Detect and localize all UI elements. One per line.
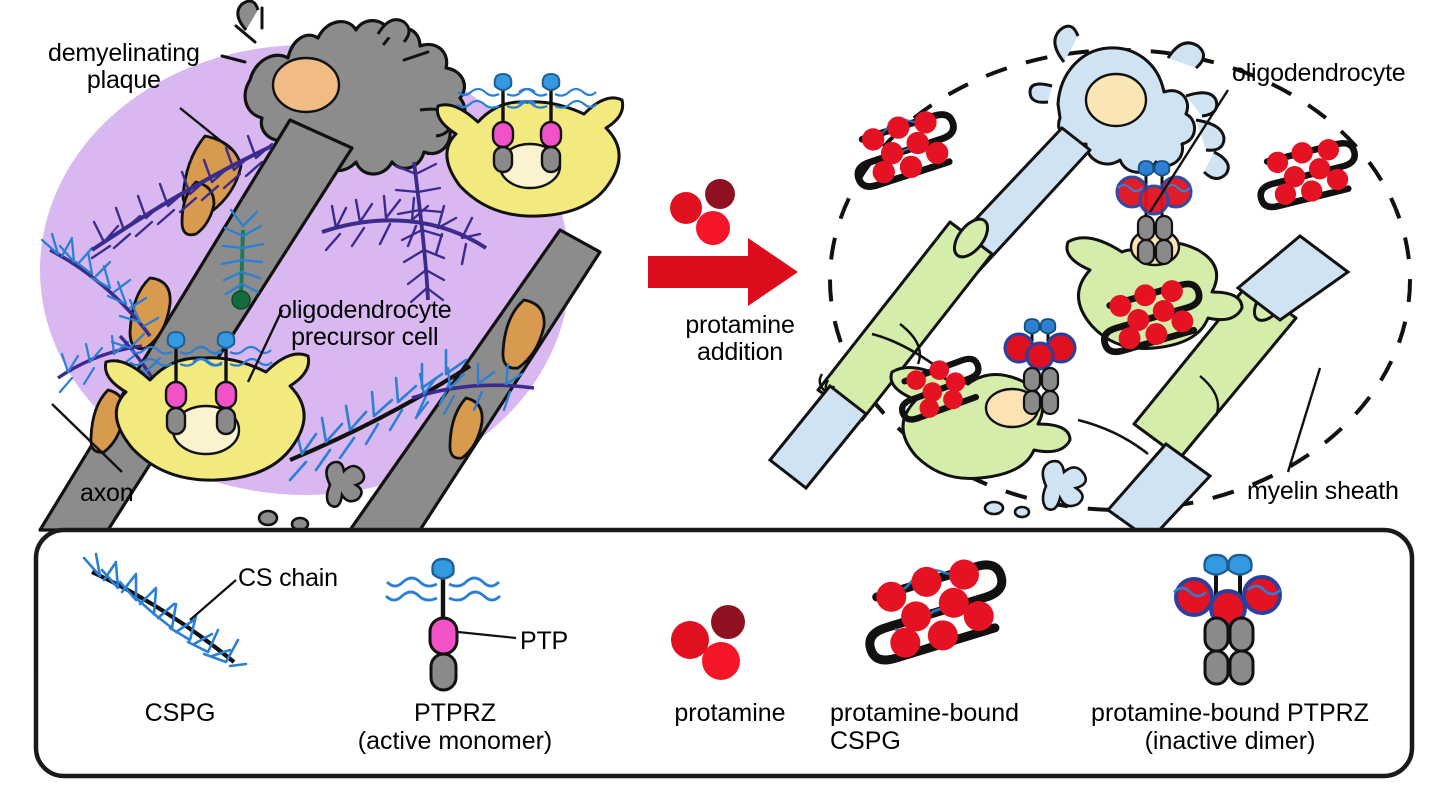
cspg-chain: [40, 232, 160, 338]
transition-group: [648, 179, 798, 306]
legend-ptp-domain: [428, 616, 459, 656]
neuron-soma: [220, 0, 467, 176]
protamine-bound-cspg: [898, 355, 982, 423]
axon-segment: [1235, 234, 1351, 322]
leader-line-ptp: [457, 630, 517, 640]
legend-icon-protamine-bound-ptprz-dimer: [1173, 553, 1282, 686]
neuron-nucleus: [1084, 72, 1148, 128]
leader-line-plaque: [179, 107, 233, 151]
leader-line-axon: [51, 403, 123, 473]
ptprz-monomer: [517, 72, 598, 174]
soma-nucleus: [271, 56, 341, 114]
legend-icon-cspg: [82, 552, 248, 668]
cspg-core-knob: [231, 290, 251, 310]
protamine-dot: [696, 211, 730, 245]
protamine-bound-cspg: [1100, 280, 1203, 356]
ptp-domain: [491, 120, 515, 149]
label-oligodendrocyte: oligodendrocyte: [1232, 59, 1406, 87]
demyelination-patch: [448, 396, 484, 460]
opc-cell: [103, 330, 311, 482]
label-axon: axon: [80, 479, 134, 507]
legend-caption-protamine: protamine: [674, 699, 786, 727]
legend-caption-cspg: CSPG: [144, 699, 216, 727]
cspg-chain: [411, 362, 535, 420]
right-panel-group: [767, 24, 1412, 542]
ptprz-monomer: [456, 72, 537, 174]
ptp-domain: [539, 120, 563, 149]
cspg-chain-teal: [220, 208, 265, 310]
legend-icon-ptprz-monomer: [385, 557, 501, 692]
cspg-chain: [394, 161, 446, 304]
left-panel-group: [38, 0, 625, 532]
leader-line-oligodendrocyte: [1148, 89, 1230, 213]
protamine-dot: [670, 192, 702, 224]
neuron-process-small: [983, 459, 1088, 519]
stalk-domain: [215, 406, 237, 436]
legend-box: [33, 527, 1415, 779]
ptp-domain: [164, 380, 188, 410]
ptp-domain: [214, 380, 238, 410]
opc-cell: [435, 72, 625, 218]
axon-segment: [767, 383, 869, 491]
demyelination-patch: [501, 298, 546, 370]
cspg-chain: [321, 194, 488, 266]
legend-icon-protamine: [671, 605, 745, 680]
ptprz-monomer: [192, 330, 273, 436]
stalk-domain: [165, 406, 187, 436]
label-cs-chain: CS chain: [238, 564, 338, 592]
leader-line-myelin-sheath: [1286, 367, 1322, 473]
axon-debris: [257, 460, 366, 532]
label-ptp: PTP: [520, 627, 569, 655]
legend-caption-protamine-bound-ptprz: protamine-bound PTPRZ(inactive dimer): [1091, 699, 1369, 755]
leader-line-cs-chain: [189, 579, 237, 621]
legend-caption-ptprz: PTPRZ(active monomer): [357, 699, 553, 755]
protamine-bound-cspg: [1257, 138, 1358, 211]
stalk-domain: [540, 145, 562, 174]
axon-segment: [1105, 441, 1213, 542]
protamine-dot: [705, 179, 735, 209]
transition-arrow: [648, 238, 798, 306]
protamine-bound-cspg: [854, 111, 957, 190]
legend-stalk-domain: [429, 652, 458, 692]
leader-line-opc: [246, 309, 284, 383]
stalk-domain: [492, 145, 514, 174]
legend-icon-protamine-bound-cspg: [865, 559, 1007, 665]
cspg-chain: [90, 134, 274, 260]
label-myelin-sheath: myelin sheath: [1247, 477, 1399, 505]
protamine-bound-ptprz-dimer: [1003, 318, 1077, 416]
